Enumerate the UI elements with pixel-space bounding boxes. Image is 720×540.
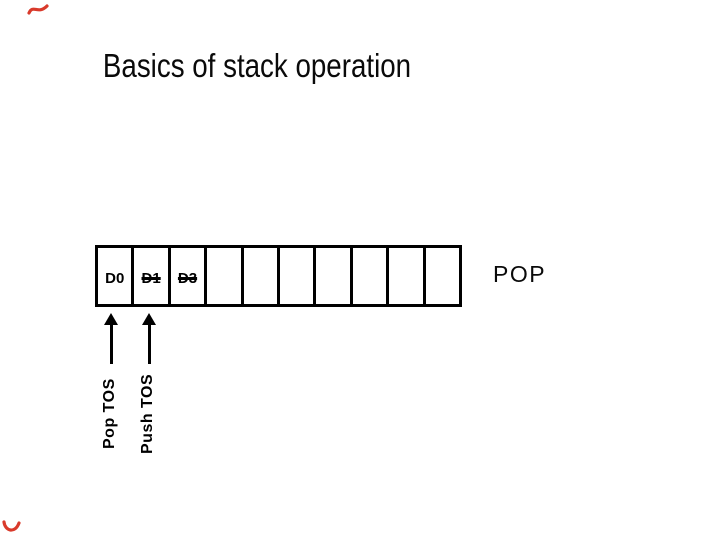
stack-cell: D3 [171,248,208,304]
stack-cell [426,248,459,304]
stack-memory-row: D0 D1 D3 [95,245,462,307]
stack-cell-label: D0 [105,269,125,287]
push-tos-label: Push TOS [139,373,156,454]
corner-decoration-top-left-icon [27,4,49,15]
arrow-head [104,313,118,325]
stack-cell: D0 [98,248,135,304]
slide-title: Basics of stack operation [102,47,412,84]
stack-cell [244,248,281,304]
stack-cell-label: D1 [141,269,161,287]
stack-cell [207,248,244,304]
stack-cell [389,248,426,304]
arrow-head [142,313,156,325]
stack-cell: D1 [134,248,171,304]
push-tos-arrow-icon [142,313,156,364]
arrow-shaft [109,325,113,364]
stack-cell-label: D3 [177,269,198,287]
pop-tos-arrow-icon [104,313,118,364]
pop-tos-label: Pop TOS [101,378,118,449]
arrow-shaft [147,325,151,364]
stack-cell [316,248,353,304]
stack-cell [280,248,317,304]
stack-cell [353,248,390,304]
corner-decoration-bottom-left-icon [2,520,21,532]
operation-label: POP [493,261,547,287]
